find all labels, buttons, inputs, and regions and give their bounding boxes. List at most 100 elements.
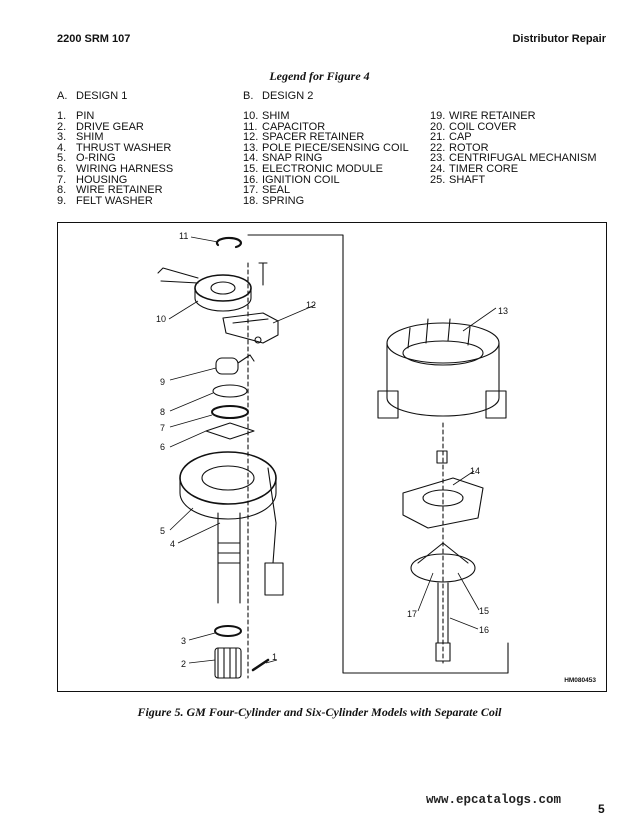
design-b-label: DESIGN 2 [262, 90, 314, 102]
legend-num: 15. [243, 162, 259, 175]
callout-12: 12 [306, 300, 316, 310]
legend-label: SHIM [76, 131, 104, 144]
legend-title: Legend for Figure 4 [269, 69, 370, 83]
callout-2: 2 [181, 659, 186, 669]
legend-item: 19.WIRE RETAINER [430, 111, 597, 122]
legend-column-2: 10.SHIM 11.CAPACITOR 12.SPACER RETAINER … [243, 111, 409, 207]
document-code: 2200 SRM 107 [57, 33, 131, 45]
legend-num: 19. [430, 110, 446, 122]
legend-item: 1.PIN [57, 111, 173, 122]
design-a-letter: A. [57, 90, 68, 102]
legend-num: 5. [57, 152, 67, 165]
legend-label: IGNITION COIL [262, 173, 340, 186]
callout-13: 13 [498, 306, 508, 316]
callout-7: 7 [160, 423, 165, 433]
figure-caption: Figure 5. GM Four-Cylinder and Six-Cylin… [137, 705, 502, 719]
legend-item: 13.POLE PIECE/SENSING COIL [243, 142, 409, 154]
callout-5: 5 [160, 526, 165, 536]
callout-9: 9 [160, 377, 165, 387]
callout-16: 16 [479, 625, 489, 635]
legend-item: 3. SHIM [57, 132, 173, 143]
legend-label: FELT WASHER [76, 194, 153, 207]
legend-num: 11. [243, 120, 258, 133]
legend-label: ELECTRONIC MODULE [262, 162, 384, 175]
legend-label: SHIM [262, 110, 290, 122]
legend-item: 2. DRIVE GEAR [57, 120, 173, 133]
design-b-letter: B. [243, 90, 254, 102]
legend-num: 2. [57, 120, 67, 133]
legend-num: 14. [243, 152, 259, 165]
legend-item: 12.SPACER RETAINER [243, 132, 409, 143]
distributor-cap [377, 318, 507, 419]
callout-6: 6 [160, 442, 165, 452]
shaft [435, 582, 451, 662]
pole-piece-coil [157, 262, 268, 312]
figure-frame: 11 10 12 13 9 8 7 6 5 4 3 2 1 14 15 17 1… [57, 222, 607, 692]
legend-label: CAP [449, 131, 472, 144]
legend-item: 18.SPRING [243, 194, 409, 207]
section-title: Distributor Repair [512, 33, 606, 45]
legend-num: 7. [57, 173, 67, 186]
legend-label: CENTRIFUGAL MECHANISM [449, 152, 597, 165]
assembly-bracket-line [247, 234, 509, 674]
legend-label: DRIVE GEAR [76, 120, 144, 133]
legend-item: 10.SHIM [243, 111, 409, 122]
callout-17: 17 [407, 609, 417, 619]
legend-item: 4. THRUST WASHER [57, 141, 173, 154]
legend-num: 10. [243, 110, 259, 122]
drawing-id: HM080453 [564, 677, 596, 684]
legend-item: 21.CAP [430, 132, 597, 143]
legend-num: 22. [430, 141, 446, 154]
callout-14: 14 [470, 466, 480, 476]
legend-label: THRUST WASHER [76, 141, 172, 154]
legend-label: SNAP RING [262, 152, 323, 165]
design-a-label: DESIGN 1 [76, 90, 128, 102]
legend-item: 24.TIMER CORE [430, 162, 597, 175]
callout-15: 15 [479, 606, 489, 616]
legend-column-3: 19.WIRE RETAINER 20.COIL COVER 21.CAP 22… [430, 111, 597, 186]
rotor-assembly [402, 450, 484, 529]
legend-item: 23.CENTRIFUGAL MECHANISM [430, 153, 597, 164]
legend-label: WIRE RETAINER [76, 184, 163, 197]
legend-num: 6. [57, 162, 67, 175]
legend-num: 9. [57, 194, 67, 207]
legend-num: 18. [243, 194, 259, 207]
drive-gear [214, 647, 242, 679]
legend-item: 6.WIRING HARNESS [57, 162, 173, 175]
o-ring [214, 625, 242, 637]
legend-label: SPRING [262, 194, 305, 207]
legend-num: 23. [430, 152, 446, 165]
legend-label: CAPACITOR [262, 120, 326, 133]
callout-3: 3 [181, 636, 186, 646]
legend-item: 7. HOUSING [57, 173, 173, 186]
legend-label: O-RING [76, 152, 116, 165]
legend-item: 22.ROTOR [430, 141, 597, 154]
pin [251, 658, 270, 672]
legend-num: 16. [243, 173, 259, 186]
legend-num: 25. [430, 173, 446, 186]
callout-1: 1 [272, 652, 277, 662]
centrifugal-mechanism [410, 542, 476, 583]
legend-item: 5. O-RING [57, 153, 173, 164]
legend-label: ROTOR [449, 141, 489, 154]
callout-11: 11 [179, 231, 188, 241]
capacitor [215, 354, 255, 375]
legend-label: WIRE RETAINER [449, 110, 536, 122]
design-a-heading: A. DESIGN 1 [57, 90, 127, 102]
legend-label: HOUSING [76, 173, 128, 186]
legend-label: TIMER CORE [449, 162, 519, 175]
wire-retainer-ring [211, 405, 249, 419]
legend-item: 17.SEAL [243, 185, 409, 196]
legend-num: 20. [430, 120, 446, 133]
snap-ring [215, 236, 243, 249]
callout-4: 4 [170, 539, 175, 549]
legend-label: SPACER RETAINER [262, 131, 365, 144]
watermark-url: www.epcatalogs.com [426, 793, 562, 807]
legend-column-1: 1.PIN 2. DRIVE GEAR 3. SHIM 4. THRUST WASHE… [57, 111, 173, 207]
page-number: 5 [598, 802, 605, 816]
design-b-heading: B. DESIGN 2 [243, 90, 313, 102]
legend-item: 16.IGNITION COIL [243, 173, 409, 186]
legend-num: 4. [57, 141, 67, 154]
legend-num: 3. [57, 131, 67, 144]
legend-item: 14.SNAP RING [243, 153, 409, 164]
